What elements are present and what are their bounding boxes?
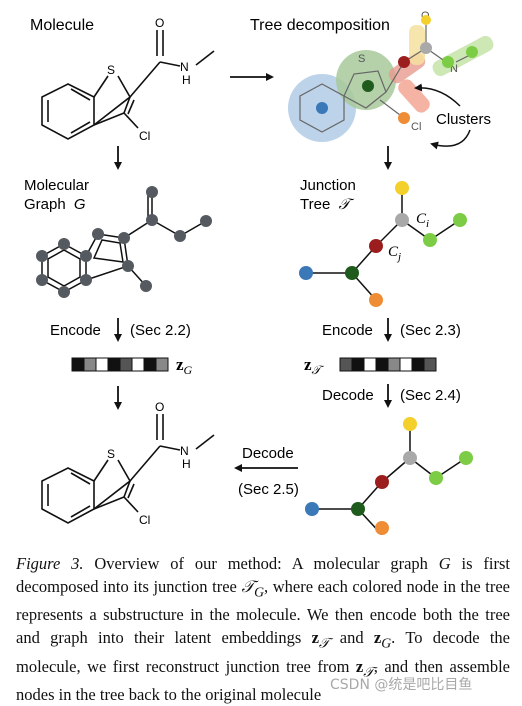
watermark: CSDN @统是吧比目鱼 <box>330 677 473 693</box>
caption-t-sub: G <box>254 584 265 600</box>
atom-chlorine-bottom: Cl <box>139 513 150 527</box>
method-overview-diagram: Molecule Tree decomposition S O N H Cl <box>24 10 494 535</box>
caption-text-2: is first decomposed into its junction tr… <box>16 554 510 596</box>
caption-text-4: . To decode the molecule, we first recon… <box>16 628 510 676</box>
caption-zg: z <box>373 628 382 648</box>
molecular-graph-symbol: G <box>74 196 86 213</box>
caption-t: 𝒯 <box>241 577 255 596</box>
molecular-graph-word: Graph <box>24 196 66 213</box>
atom-sulfur-top: S <box>107 63 115 77</box>
decode-bottom-ref: (Sec 2.5) <box>238 481 299 498</box>
decode-bottom-label: Decode <box>242 445 294 462</box>
caption-zt: z <box>311 628 319 648</box>
atom-sulfur-tree: S <box>358 53 365 65</box>
atom-sulfur-bottom: S <box>107 447 115 461</box>
atom-chlorine-tree: Cl <box>411 121 421 133</box>
encode-left-ref: (Sec 2.2) <box>130 322 191 339</box>
junction-tree-word: Tree <box>300 196 330 213</box>
latent-vector-tree <box>339 357 437 372</box>
cluster-cj-label: Cj <box>388 244 401 263</box>
decoded-junction-tree <box>305 417 473 535</box>
clusters-arrow-upper <box>414 83 461 107</box>
molecular-graph <box>36 186 212 298</box>
figure-caption: Figure 3. Overview of our method: A mole… <box>16 552 510 706</box>
encode-left-label: Encode <box>50 322 101 339</box>
junction-tree-title-2: Tree 𝒯 <box>300 196 354 213</box>
junction-tree-symbol: 𝒯 <box>338 196 354 213</box>
caption-g: G <box>438 554 451 573</box>
molecule-structure-top <box>41 30 215 140</box>
molecule-title: Molecule <box>30 17 94 34</box>
caption-and: and <box>329 628 374 648</box>
atom-chlorine-top: Cl <box>139 129 150 143</box>
atom-hydrogen-top: H <box>182 73 191 87</box>
atom-nitrogen-top: N <box>180 60 189 74</box>
encode-right-ref: (Sec 2.3) <box>400 322 461 339</box>
cluster-ci-label: Ci <box>416 211 429 230</box>
clusters-label: Clusters <box>436 111 491 128</box>
molecule-structure-bottom <box>41 414 215 524</box>
atom-oxygen-bottom: O <box>155 400 164 414</box>
molecular-graph-title-1: Molecular <box>24 177 89 194</box>
tree-decomposition-structure: S O N Cl <box>288 10 494 142</box>
junction-tree <box>299 181 467 307</box>
atom-hydrogen-bottom: H <box>182 457 191 471</box>
decode-right-ref: (Sec 2.4) <box>400 387 461 404</box>
caption-label: Figure 3. <box>16 554 84 573</box>
caption-text-5: , and then assemble nodes in the tree ba… <box>16 656 510 704</box>
caption-text-1: Overview of our method: A molecular grap… <box>83 554 439 573</box>
caption-zt2: z <box>355 656 364 676</box>
latent-vector-graph <box>71 357 169 372</box>
decode-right-label: Decode <box>322 387 374 404</box>
junction-tree-title-1: Junction <box>300 177 356 194</box>
atom-nitrogen-bottom: N <box>180 444 189 458</box>
caption-zt-sub: 𝒯 <box>318 635 330 651</box>
encode-right-label: Encode <box>322 322 373 339</box>
latent-zt-label: z𝒯 <box>304 355 325 377</box>
caption-text-3: , where each colored node in the tree re… <box>16 577 510 648</box>
atom-nitrogen-tree: N <box>450 63 458 75</box>
clusters-arrow-lower <box>430 129 471 150</box>
caption-zg-sub: G <box>381 635 392 651</box>
latent-zg-label: zG <box>176 355 193 377</box>
tree-decomposition-title: Tree decomposition <box>250 17 390 34</box>
molecular-graph-title-2: Graph G <box>24 196 86 213</box>
caption-zt2-sub: 𝒯 <box>363 663 374 679</box>
atom-oxygen-top: O <box>155 16 164 30</box>
